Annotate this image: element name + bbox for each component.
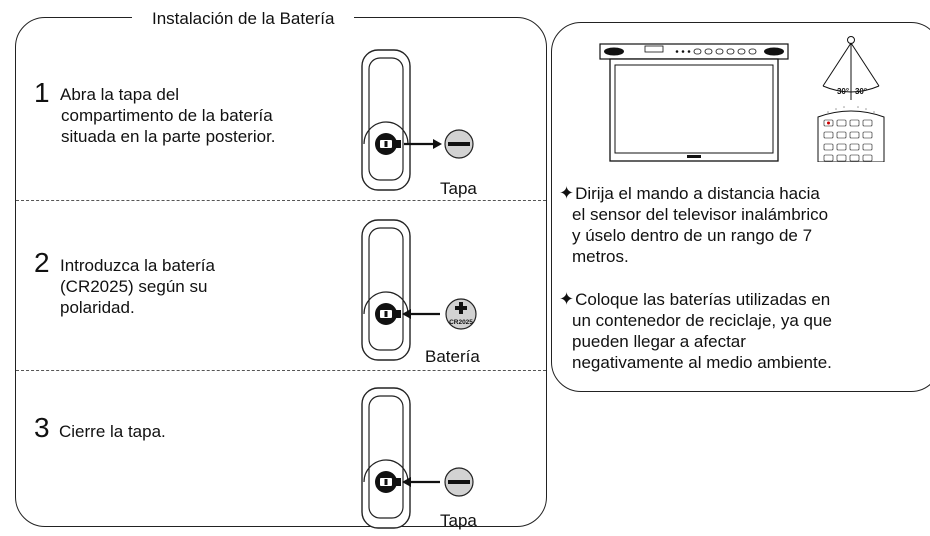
note-battery-recycling: ✦Coloque las baterías utilizadas en un c… <box>559 289 832 373</box>
remote-back-outline <box>361 49 411 191</box>
step-3-diagram <box>361 387 474 529</box>
speaker-icon <box>764 47 784 56</box>
battery-model-label: CR2025 <box>449 319 473 326</box>
signal-cone <box>822 36 880 100</box>
battery-compartment-icon <box>363 459 409 493</box>
step-1-line: compartimento de la batería <box>61 106 273 125</box>
arrow-right-icon <box>404 139 442 149</box>
step-2-text: Introduzca la batería (CR2025) según su … <box>60 255 215 318</box>
note-line: metros. <box>572 247 629 266</box>
angle-label-right: 30° <box>855 87 867 96</box>
step-2-line: polaridad. <box>60 298 135 317</box>
speaker-icon <box>604 47 624 56</box>
note-line: el sensor del televisor inalámbrico <box>572 205 829 224</box>
star-bullet-icon: ✦ <box>559 183 575 203</box>
battery-compartment-icon <box>363 121 409 155</box>
step-2-caption: Batería <box>425 347 480 366</box>
arrow-left-icon <box>402 477 440 487</box>
note-remote-range: ✦Dirija el mando a distancia hacia el se… <box>559 183 828 267</box>
note-line: pueden llegar a afectar <box>572 332 746 351</box>
tv-logo <box>687 155 701 158</box>
step-1-diagram <box>361 49 474 191</box>
battery-icon: CR2025 <box>445 298 477 330</box>
step-3-number: 3 <box>34 412 50 443</box>
step-2-line: Introduzca la batería <box>60 256 215 275</box>
step-divider <box>16 370 546 371</box>
note-line: negativamente al medio ambiente. <box>572 353 832 372</box>
step-1-caption: Tapa <box>440 179 477 198</box>
step-2-diagram: CR2025 <box>361 219 477 361</box>
step-1-text: Abra la tapa del compartimento de la bat… <box>60 84 276 147</box>
usage-notes-panel <box>551 22 930 392</box>
arrow-left-icon <box>402 309 440 319</box>
note-line: Dirija el mando a distancia hacia <box>575 184 820 203</box>
remote-signal-diagram: 30° 30° <box>817 36 885 162</box>
remote-control-icon <box>817 106 885 162</box>
step-1-line: situada en la parte posterior. <box>61 127 276 146</box>
step-divider <box>16 200 546 201</box>
note-line: Coloque las baterías utilizadas en <box>575 290 831 309</box>
battery-compartment-icon <box>363 291 409 325</box>
note-line: un contenedor de reciclaje, ya que <box>572 311 832 330</box>
step-1-number: 1 <box>34 77 50 108</box>
step-1-line: Abra la tapa del <box>60 85 180 104</box>
tv-illustration <box>599 43 789 162</box>
step-3-line: Cierre la tapa. <box>59 422 166 441</box>
step-3-caption: Tapa <box>440 511 477 530</box>
remote-back-outline <box>361 387 411 529</box>
step-2-number: 2 <box>34 247 50 278</box>
step-3-text: Cierre la tapa. <box>59 421 166 442</box>
note-line: y úselo dentro de un rango de 7 <box>572 226 813 245</box>
cover-icon <box>444 129 474 159</box>
angle-label-left: 30° <box>837 87 849 96</box>
section-title: Instalación de la Batería <box>132 8 355 30</box>
display-window <box>644 45 664 53</box>
remote-back-outline <box>361 219 411 361</box>
tv-screen <box>614 64 774 154</box>
step-2-line: (CR2025) según su <box>60 277 208 296</box>
star-bullet-icon: ✦ <box>559 289 575 309</box>
cover-icon <box>444 467 474 497</box>
